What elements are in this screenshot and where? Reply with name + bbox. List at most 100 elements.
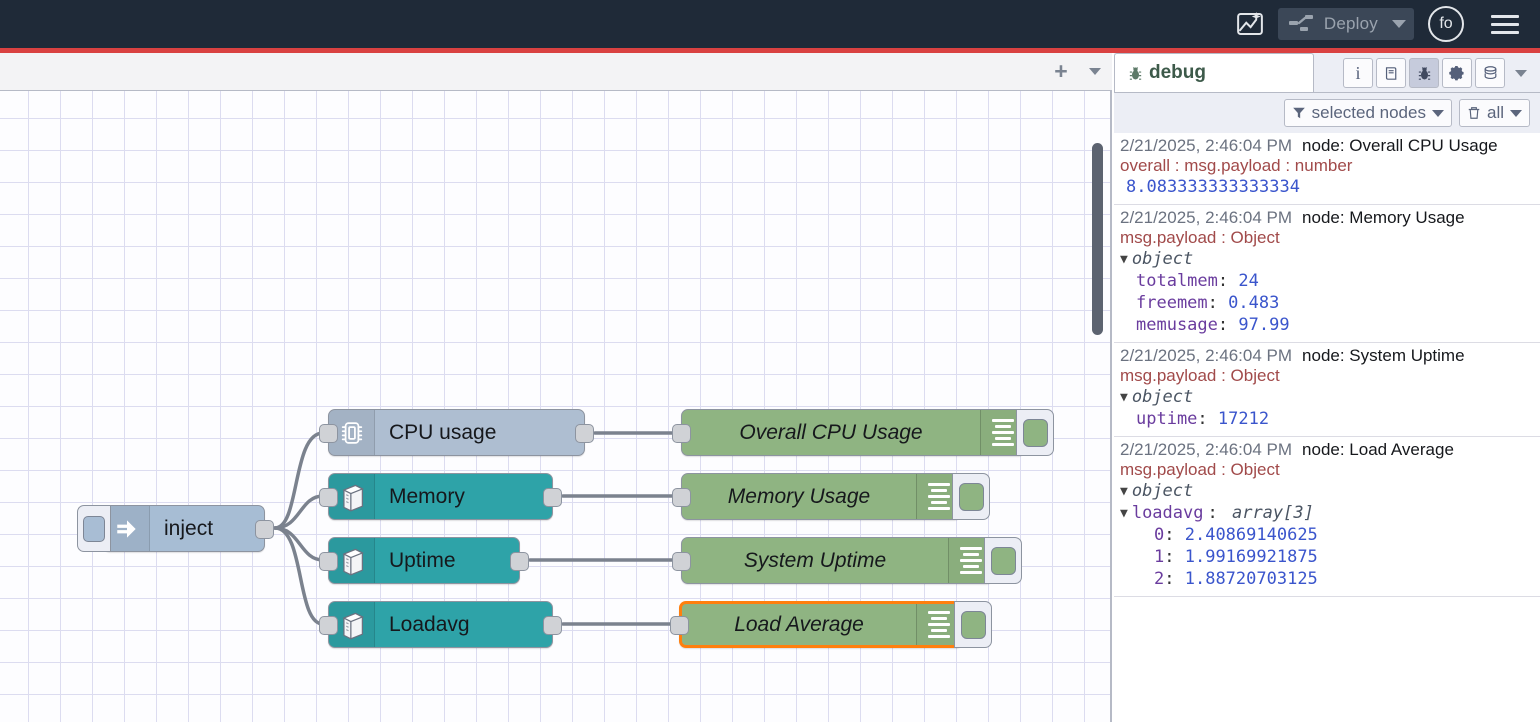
triangle-down-icon: ▼ (1120, 389, 1128, 405)
avatar[interactable]: fo (1428, 6, 1464, 42)
flow-canvas[interactable]: inject CPU usage (0, 91, 1110, 722)
context-data-icon[interactable] (1475, 58, 1505, 88)
node-input-port[interactable] (319, 552, 338, 571)
tab-debug[interactable]: debug (1114, 53, 1314, 92)
debug-topic: msg.payload : Object (1120, 228, 1280, 247)
node-debug-load-average[interactable]: Load Average (670, 601, 992, 648)
node-input-port[interactable] (672, 488, 691, 507)
ai-sparkle-icon[interactable] (1230, 0, 1270, 48)
debug-toggle-button[interactable] (1016, 409, 1054, 456)
debug-timestamp: 2/21/2025, 2:46:04 PM (1120, 136, 1293, 155)
deploy-chevron-down-icon[interactable] (1392, 20, 1406, 28)
node-input-port[interactable] (670, 616, 689, 635)
node-debug-overall-cpu-usage[interactable]: Overall CPU Usage (672, 409, 1054, 456)
node-cpu-usage[interactable]: CPU usage (319, 409, 594, 456)
hamburger-menu-icon[interactable] (1488, 0, 1522, 48)
funnel-icon (1292, 107, 1305, 119)
debug-timestamp: 2/21/2025, 2:46:04 PM (1120, 346, 1293, 365)
chevron-down-icon (1510, 109, 1522, 117)
debug-timestamp: 2/21/2025, 2:46:04 PM (1120, 208, 1293, 227)
flow-tab-bar: + (0, 53, 1112, 91)
debug-array-toggle[interactable]: ▼ loadavg: array[3] (1120, 503, 1314, 523)
node-input-port[interactable] (672, 424, 691, 443)
deploy-label: Deploy (1323, 14, 1378, 33)
node-filter-label: selected nodes (1311, 103, 1426, 122)
library-book-icon[interactable] (1376, 58, 1406, 88)
debug-object-toggle[interactable]: ▼ object (1114, 480, 1540, 502)
debug-source-node: node: System Uptime (1302, 346, 1465, 365)
node-loadavg[interactable]: Loadavg (319, 601, 562, 648)
node-output-port[interactable] (543, 616, 562, 635)
node-filter-button[interactable]: selected nodes (1283, 99, 1452, 127)
header-accent-bar (0, 48, 1540, 53)
bug-icon[interactable] (1409, 58, 1439, 88)
app-header: Deploy fo (0, 0, 1540, 48)
deploy-button[interactable]: Deploy (1277, 8, 1414, 40)
gear-icon[interactable] (1442, 58, 1472, 88)
deploy-icon (1288, 15, 1313, 31)
node-input-port[interactable] (319, 488, 338, 507)
node-input-port[interactable] (319, 424, 338, 443)
node-input-port[interactable] (672, 552, 691, 571)
debug-message[interactable]: 2/21/2025, 2:46:04 PM node: Memory Usage… (1114, 205, 1540, 343)
debug-object-toggle[interactable]: ▼ object (1114, 386, 1540, 408)
node-output-port[interactable] (510, 552, 529, 571)
node-output-port[interactable] (543, 488, 562, 507)
debug-message[interactable]: 2/21/2025, 2:46:04 PM node: System Uptim… (1114, 343, 1540, 437)
debug-entry-key: uptime (1136, 409, 1198, 429)
node-label: CPU usage (389, 420, 497, 444)
node-memory[interactable]: Memory (319, 473, 562, 520)
avatar-initials: fo (1439, 15, 1453, 32)
chevron-down-icon (1089, 68, 1101, 75)
debug-toggle-button[interactable] (954, 601, 992, 648)
debug-entry-key: 1 (1154, 547, 1165, 567)
info-icon[interactable]: i (1343, 58, 1373, 88)
trash-icon (1468, 107, 1480, 119)
debug-toggle-button[interactable] (952, 473, 990, 520)
triangle-down-icon: ▼ (1120, 483, 1128, 499)
debug-entry-key: memusage (1136, 315, 1218, 335)
node-label: Loadavg (389, 612, 470, 636)
clear-filter-button[interactable]: all (1458, 99, 1530, 127)
debug-entry: 2: 1.88720703125 (1154, 569, 1318, 589)
node-inject[interactable]: inject (77, 505, 274, 552)
node-output-port[interactable] (255, 520, 274, 539)
debug-value: 8.083333333333334 (1126, 177, 1300, 197)
debug-timestamp: 2/21/2025, 2:46:04 PM (1120, 440, 1293, 459)
debug-lines-icon (916, 604, 960, 645)
clear-filter-label: all (1486, 103, 1504, 122)
debug-source-node: node: Load Average (1302, 440, 1454, 459)
node-debug-memory-usage[interactable]: Memory Usage (672, 473, 990, 520)
debug-entry: memusage: 97.99 (1136, 315, 1290, 335)
debug-object-label: object (1131, 481, 1194, 501)
inject-trigger-button[interactable] (77, 505, 111, 552)
debug-object-toggle[interactable]: ▼ object (1114, 248, 1540, 270)
node-debug-system-uptime[interactable]: System Uptime (672, 537, 1022, 584)
workspace: + (0, 53, 1112, 722)
debug-topic: overall : msg.payload : number (1120, 156, 1353, 175)
canvas-scrollbar[interactable] (1092, 143, 1103, 335)
debug-toggle-button[interactable] (984, 537, 1022, 584)
debug-entry: totalmem: 24 (1136, 271, 1259, 291)
sidebar: debug i (1114, 53, 1540, 722)
sidebar-tool-buttons: i (1343, 58, 1534, 88)
debug-topic: msg.payload : Object (1120, 366, 1280, 385)
debug-source-node: node: Memory Usage (1302, 208, 1465, 227)
add-flow-button[interactable]: + (1044, 53, 1078, 91)
node-input-port[interactable] (319, 616, 338, 635)
debug-message[interactable]: 2/21/2025, 2:46:04 PM node: Load Average… (1114, 437, 1540, 597)
debug-entry-value: 97.99 (1238, 315, 1290, 335)
debug-entry-key: 0 (1154, 525, 1165, 545)
debug-entry-value: 1.99169921875 (1184, 547, 1318, 567)
sidebar-tools-chevron-down-icon[interactable] (1508, 58, 1534, 88)
node-label: Load Average (734, 612, 864, 636)
debug-entry-key: freemem (1136, 293, 1208, 313)
node-output-port[interactable] (575, 424, 594, 443)
debug-message[interactable]: 2/21/2025, 2:46:04 PM node: Overall CPU … (1114, 133, 1540, 205)
debug-object-label: object (1131, 387, 1194, 407)
debug-entry-key: totalmem (1136, 271, 1218, 291)
flow-menu-button[interactable] (1078, 53, 1112, 91)
debug-message-list[interactable]: 2/21/2025, 2:46:04 PM node: Overall CPU … (1114, 133, 1540, 722)
node-uptime[interactable]: Uptime (319, 537, 529, 584)
